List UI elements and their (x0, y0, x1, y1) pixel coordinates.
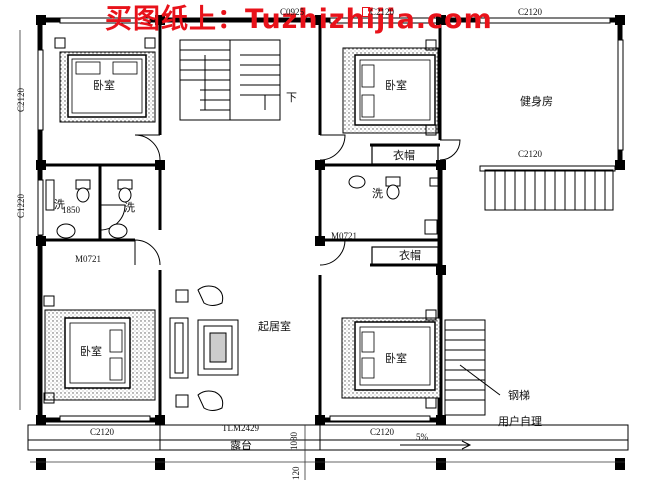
room-label-living: 起居室 (258, 320, 291, 333)
living-furniture (169, 285, 239, 411)
door-code-m0721-left: M0721 (75, 254, 102, 264)
room-label-wash-3: 洗 (372, 187, 383, 200)
gym-stair (484, 169, 614, 211)
bed-ne (342, 39, 439, 136)
interior-walls (40, 20, 442, 420)
window-code-bottom-left: C2120 (90, 427, 115, 437)
room-label-bedroom-nw: 卧室 (93, 79, 115, 92)
dimension-lines (19, 30, 625, 480)
steel-stair (444, 319, 501, 416)
door-swings (99, 134, 461, 266)
room-label-closet-1: 衣帽 (393, 149, 415, 162)
room-label-bedroom-ne: 卧室 (385, 79, 407, 92)
dimension-1850: 1850 (62, 205, 80, 215)
window-code-c0925: C0925 (280, 7, 305, 17)
self-manage-label: 用户自理 (498, 415, 542, 428)
room-label-wash-2: 洗 (124, 201, 135, 214)
window-code-gym: C2120 (518, 149, 543, 159)
main-staircase (179, 39, 281, 121)
room-label-terrace: 露台 (230, 439, 252, 452)
room-label-gym: 健身房 (520, 95, 553, 108)
room-label-wash-1: 洗 (54, 198, 65, 211)
closets (371, 145, 439, 266)
bed-se (341, 309, 441, 409)
bathroom-fixtures (45, 175, 439, 239)
room-label-bedroom-se: 卧室 (385, 352, 407, 365)
bed-nw (54, 37, 156, 123)
window-code-left-top: C2120 (16, 87, 26, 112)
room-label-closet-2: 衣帽 (399, 249, 421, 262)
columns (36, 15, 625, 470)
door-code-tlm2429: TLM2429 (222, 423, 259, 433)
window-code-c1220: C1220 (16, 193, 26, 218)
watermark: 买图纸上：Tuzhizhijia.com (105, 4, 493, 35)
window-code-top-mid: C2120 (370, 7, 395, 17)
steel-stair-label: 钢梯 (508, 389, 530, 402)
watermark-box-glyph (362, 7, 370, 17)
dimension-1080: 1080 (289, 432, 299, 450)
window-code-bottom-mid: C2120 (370, 427, 395, 437)
slope-label: 5% (416, 432, 428, 442)
window-marks (37, 17, 624, 422)
dimension-120: 120 (291, 466, 301, 481)
bed-sw (43, 295, 156, 404)
room-label-bedroom-sw: 卧室 (80, 345, 102, 358)
terrace (27, 418, 629, 451)
stairs-down-label: 下 (286, 91, 297, 104)
window-code-top-right: C2120 (518, 7, 543, 17)
door-code-m0721-mid: M0721 (331, 231, 358, 241)
